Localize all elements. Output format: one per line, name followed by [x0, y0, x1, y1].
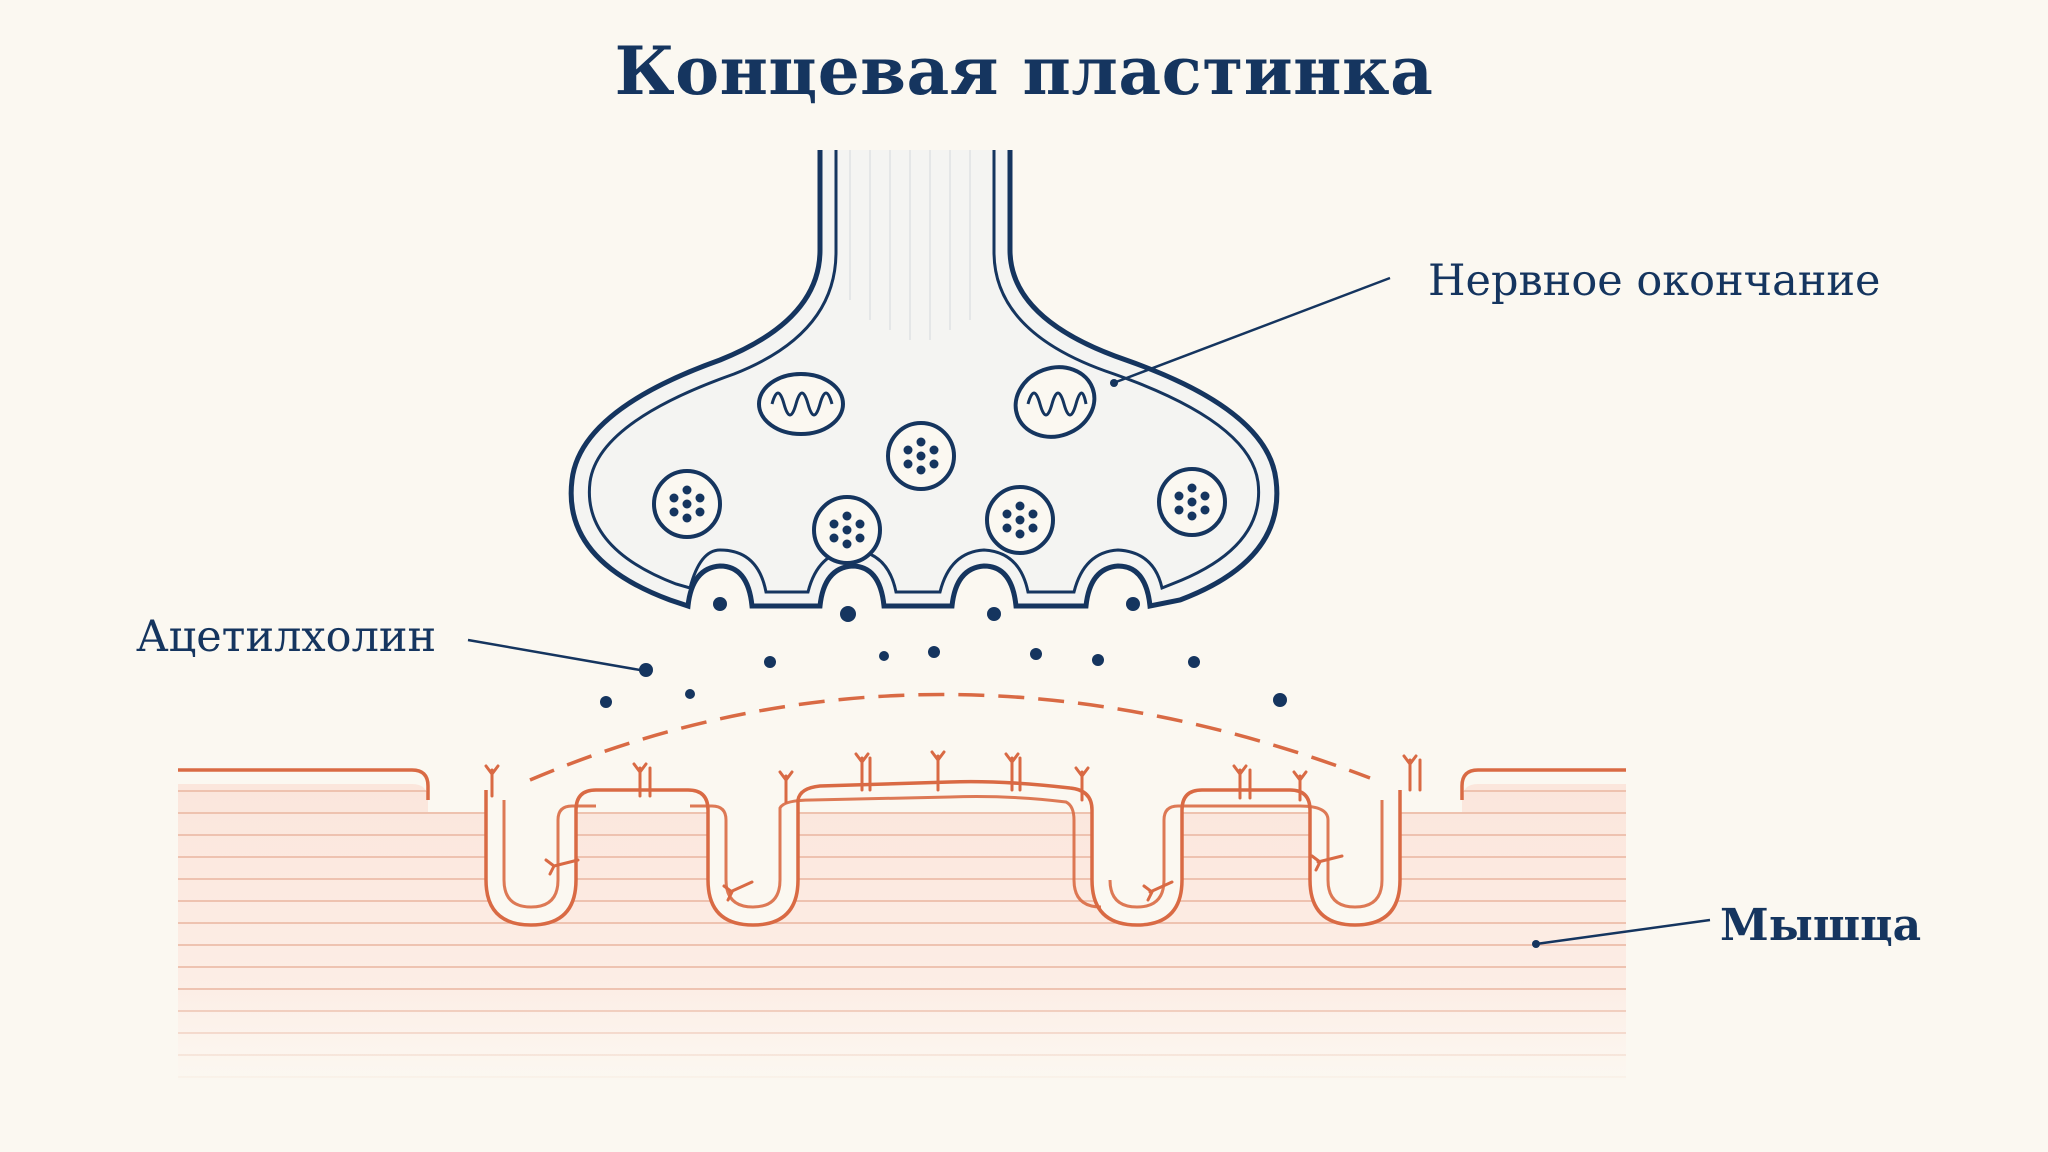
synaptic-vesicles	[652, 421, 1227, 565]
diagram-title: Концевая пластинка	[614, 32, 1434, 110]
acetylcholine-diffusion-arc	[529, 692, 1371, 782]
label-muscle: Мышца	[1720, 900, 1922, 951]
leader-lines	[467, 276, 1711, 946]
mitochondria	[757, 365, 1097, 439]
acetylcholine-receptors	[484, 750, 1422, 902]
label-nerve-ending: Нервное окончание	[1428, 256, 1881, 306]
muscle-membrane-outer	[178, 768, 430, 800]
presynaptic-membrane	[568, 150, 1280, 610]
label-acetylcholine: Ацетилхолин	[136, 612, 437, 662]
junctional-folds	[484, 779, 1402, 927]
nerve-terminal-body	[571, 150, 1277, 606]
muscle-tissue	[170, 750, 1640, 1090]
acetylcholine-molecules	[600, 597, 1287, 708]
nerve-terminal	[568, 150, 1280, 610]
